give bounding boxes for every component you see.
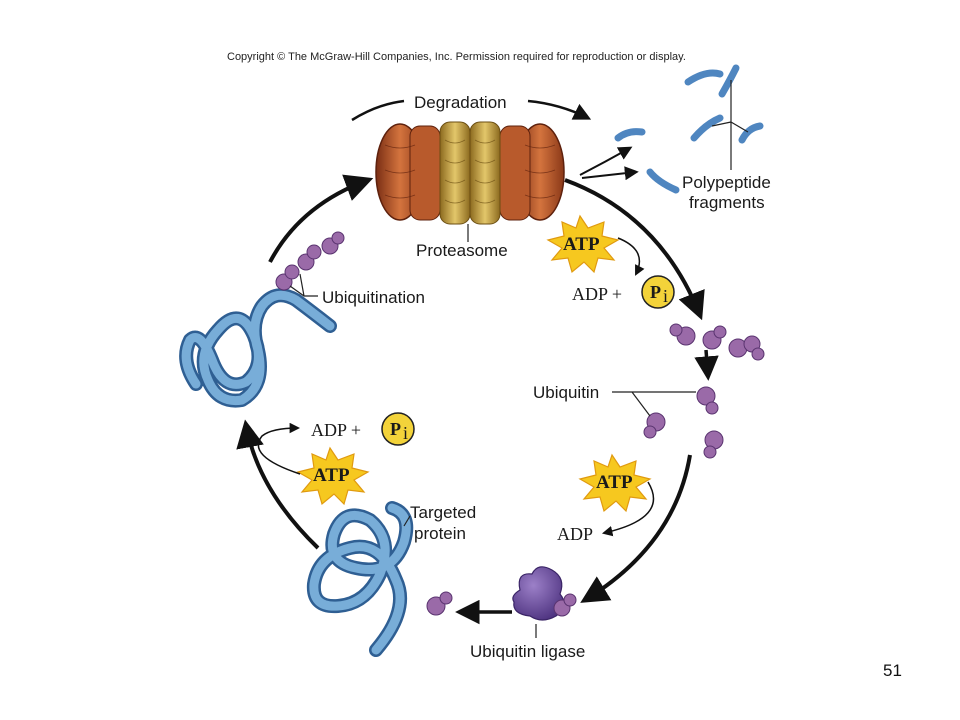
atp-star-lower: ATP	[578, 453, 652, 513]
pi-p-text: P	[650, 282, 661, 302]
pi-p-text-left: P	[390, 419, 401, 439]
polypeptide-label-line1: Polypeptide	[682, 173, 771, 192]
degradation-arrow-right	[527, 99, 592, 120]
free-ubiquitin-molecules	[643, 386, 724, 459]
ubiquitination-leader-lines	[289, 273, 318, 297]
degradation-label: Degradation	[414, 93, 507, 112]
arrow-to-proteasome	[268, 174, 374, 263]
ubiquitin-leader-lines	[612, 391, 696, 417]
pi-sub-text: i	[663, 286, 668, 306]
arrow-to-ligase	[580, 454, 692, 603]
targeted-label-line1: Targeted	[410, 503, 476, 522]
atp-to-adp-arrow-top	[617, 237, 645, 276]
atp-text-left: ATP	[313, 465, 350, 486]
arrow-proteasome-to-chain	[564, 178, 705, 321]
atp-text-top: ATP	[563, 234, 600, 255]
pi-sub-text-left: i	[403, 423, 408, 443]
adp-plus-left: ADP +	[311, 420, 361, 440]
atp-to-adp-arrow-lower	[601, 481, 655, 537]
ubiquitinated-protein	[179, 231, 345, 408]
atp-star-top: ATP	[546, 214, 620, 274]
targeted-label-line2: protein	[414, 524, 466, 543]
fragments-leader-lines	[711, 80, 749, 170]
proteasome-complex	[375, 121, 565, 225]
pi-circle-top: P i	[641, 275, 675, 309]
arrow-to-fragments-1	[579, 146, 633, 176]
page-number: 51	[883, 661, 902, 680]
ubiquitin-chain-right	[669, 323, 765, 361]
adp-only-label: ADP	[557, 524, 593, 544]
targeted-protein	[306, 501, 453, 657]
degradation-arrow-left	[351, 99, 405, 122]
proteasome-label: Proteasome	[416, 241, 508, 260]
adp-plus-top: ADP +	[572, 284, 622, 304]
copyright-notice: Copyright © The McGraw-Hill Companies, I…	[227, 51, 686, 63]
ubiquitin-label: Ubiquitin	[533, 383, 599, 402]
atp-text-lower: ATP	[596, 472, 633, 493]
arrow-to-fragments-2	[581, 166, 639, 181]
ubiquitination-label: Ubiquitination	[322, 288, 425, 307]
pi-circle-left: P i	[381, 412, 415, 446]
atp-star-left: ATP	[296, 446, 370, 506]
ubiquitin-ligase-enzyme	[512, 566, 577, 621]
arrow-left-upward	[236, 419, 320, 550]
arrow-chain-to-ubiquitin	[694, 349, 719, 381]
ubiquitin-ligase-label: Ubiquitin ligase	[470, 642, 585, 661]
targeted-leader-line	[403, 515, 411, 527]
cycle-arrows	[236, 99, 719, 625]
polypeptide-label-line2: fragments	[689, 193, 765, 212]
polypeptide-fragments	[614, 64, 764, 194]
atp-to-adp-arrow-left	[257, 422, 301, 475]
